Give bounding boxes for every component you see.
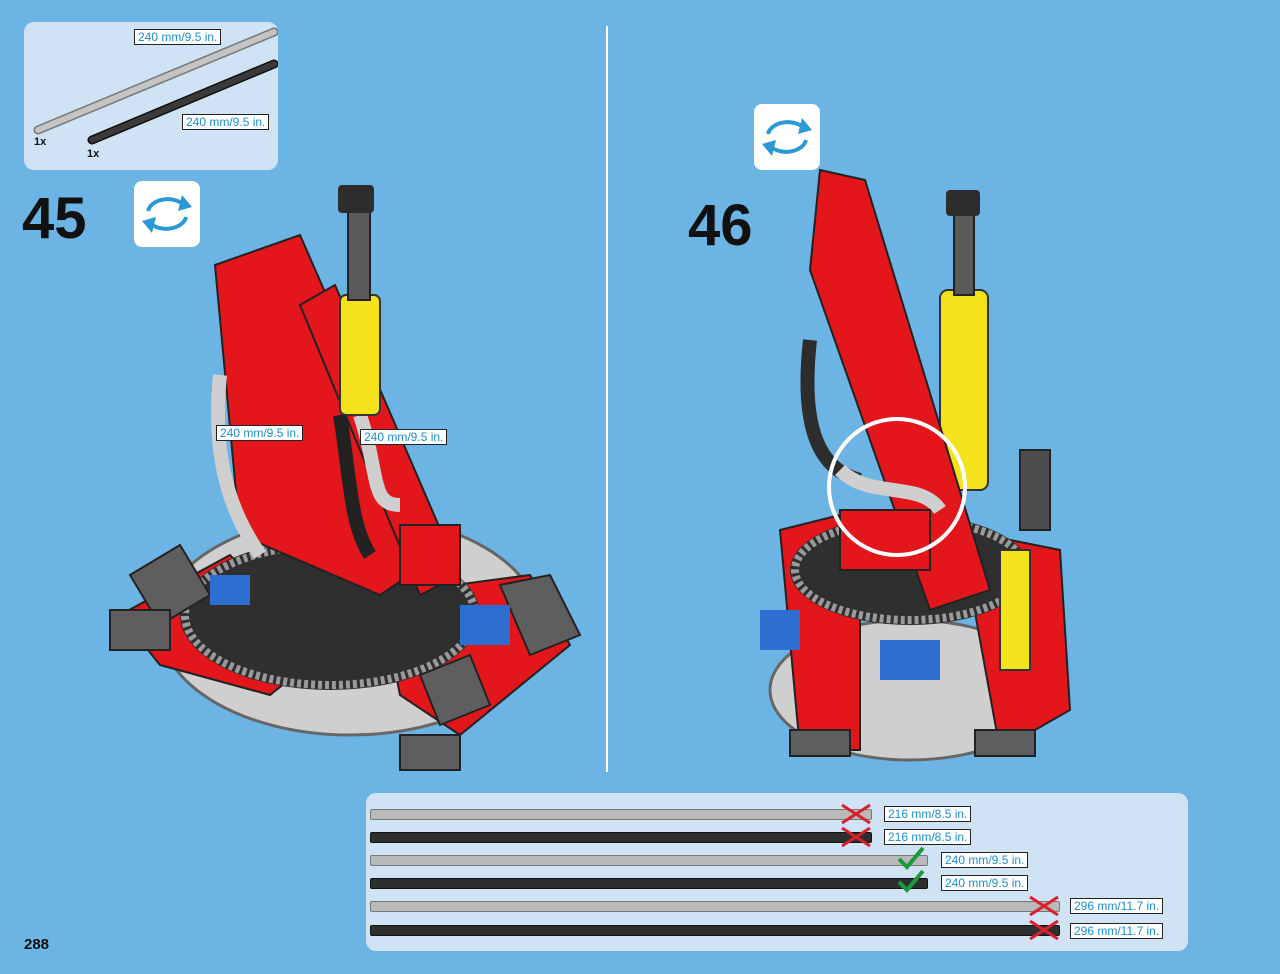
rotate-arrows-icon (142, 195, 192, 233)
step-45-tube-callout-right: 240 mm/9.5 in. (360, 429, 448, 445)
parts-list-box: 240 mm/9.5 in. 240 mm/9.5 in. 1x 1x (24, 22, 278, 170)
step-number-46: 46 (688, 193, 753, 258)
part-label-gray: 240 mm/9.5 in. (134, 29, 222, 45)
cross-mark-icon (1029, 895, 1059, 917)
page-divider (606, 26, 608, 772)
check-mark-icon (897, 869, 925, 893)
part-qty-gray: 1x (34, 136, 47, 148)
parts-illustration (33, 27, 278, 145)
tube-label: 296 mm/11.7 in. (1070, 923, 1164, 939)
tube-label: 216 mm/8.5 in. (884, 806, 972, 822)
check-mark-icon (897, 846, 925, 870)
tube-gray-296 (370, 901, 1060, 912)
highlight-circle (827, 417, 967, 557)
rotate-model-indicator (134, 181, 200, 247)
tube-black-296 (370, 925, 1060, 936)
cross-mark-icon (841, 803, 871, 825)
tube-gray-240 (370, 855, 928, 866)
step-45-model-illustration (109, 185, 582, 771)
rotate-arrows-icon (762, 118, 812, 156)
part-qty-black: 1x (87, 148, 100, 160)
step-45-tube-callout-left: 240 mm/9.5 in. (216, 425, 304, 441)
cross-mark-icon (1029, 919, 1059, 941)
cross-mark-icon (841, 826, 871, 848)
tube-label: 296 mm/11.7 in. (1070, 898, 1164, 914)
step-number-45: 45 (22, 186, 87, 251)
rotate-model-indicator-2 (754, 104, 820, 170)
tube-label: 240 mm/9.5 in. (941, 875, 1029, 891)
step-46-model-illustration (760, 168, 1072, 762)
page-number: 288 (24, 936, 50, 953)
tube-label: 216 mm/8.5 in. (884, 829, 972, 845)
tube-black-240 (370, 878, 928, 889)
tube-gray-216 (370, 809, 872, 820)
part-label-black: 240 mm/9.5 in. (182, 114, 270, 130)
tube-length-guide: 216 mm/8.5 in. 216 mm/8.5 in. 240 mm/9.5… (366, 793, 1188, 951)
tube-label: 240 mm/9.5 in. (941, 852, 1029, 868)
tube-black-216 (370, 832, 872, 843)
